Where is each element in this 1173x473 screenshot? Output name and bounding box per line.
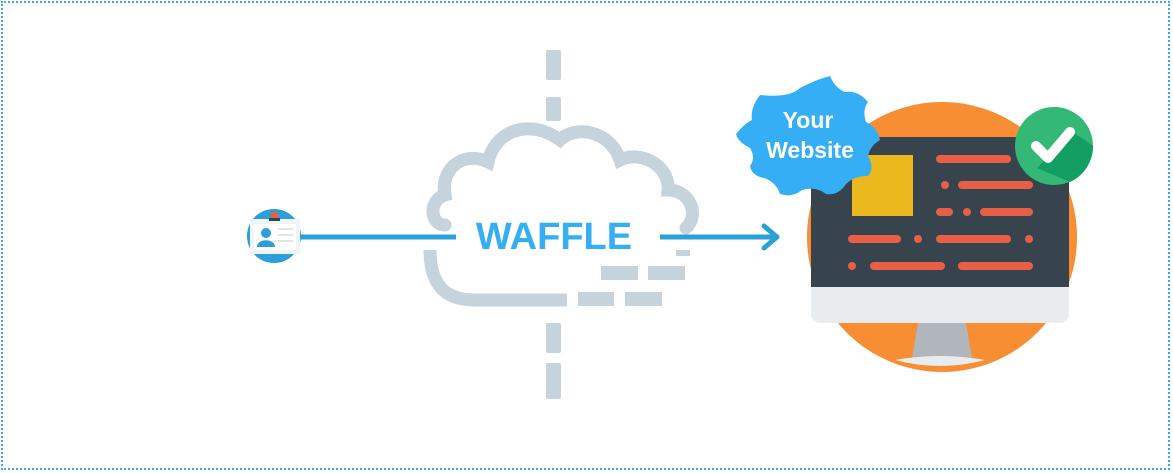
waffle-label: WAFFLE — [476, 216, 632, 258]
badge-text-line1: Your — [783, 107, 834, 133]
firewall-divider — [546, 50, 561, 399]
arrow-waffle-to-website — [660, 223, 780, 251]
badge-text-line2: Website — [766, 137, 854, 163]
id-card-icon — [247, 209, 301, 263]
cloud-icon — [423, 122, 699, 307]
your-website-badge: Your Website — [736, 76, 880, 196]
checkmark-icon — [1015, 107, 1094, 185]
monitor-icon — [807, 102, 1077, 372]
